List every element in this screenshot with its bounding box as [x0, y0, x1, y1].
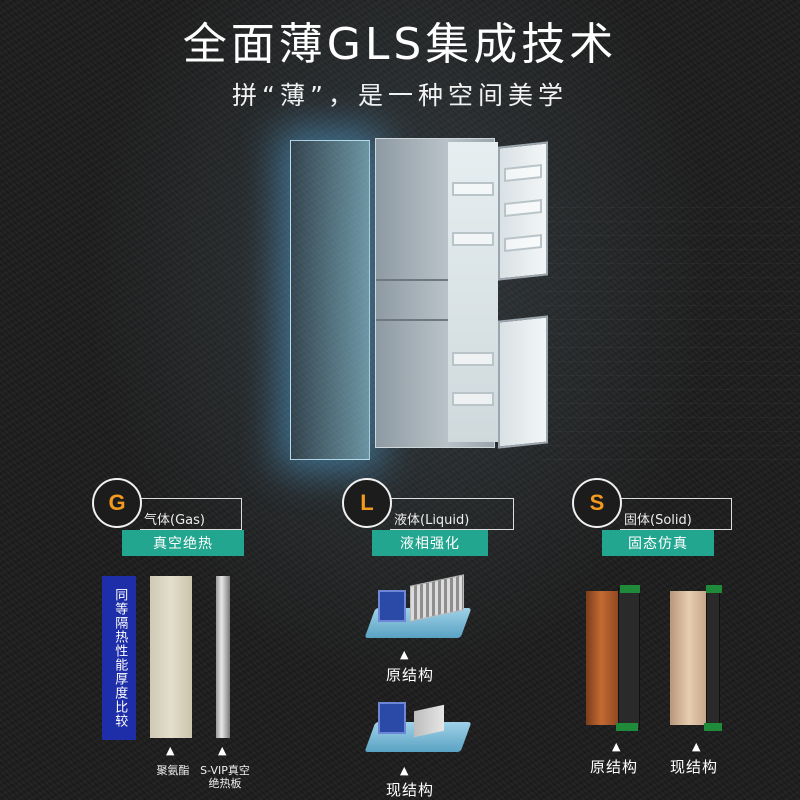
shelf	[452, 232, 494, 246]
caption-svip: S-VIP真空绝热板	[200, 764, 250, 790]
fridge-seam	[376, 319, 494, 321]
seal-strip	[706, 585, 722, 593]
tech-label: 固态仿真	[602, 530, 714, 556]
state-label: 液体(Liquid)	[394, 513, 470, 528]
triangle-marker-icon: ▲	[612, 740, 621, 753]
state-label: 气体(Gas)	[144, 513, 205, 528]
thin-side-glow	[290, 140, 370, 460]
fridge-seam	[376, 279, 494, 281]
caption-original: 原结构	[590, 758, 639, 776]
tech-label: 液相强化	[372, 530, 488, 556]
original-solid-structure	[586, 585, 640, 733]
state-label: 固体(Solid)	[624, 513, 692, 528]
caption-new: 现结构	[670, 758, 719, 776]
fridge-interior	[448, 142, 498, 442]
blue-unit	[378, 702, 406, 734]
comparison-vertical-label: 同等隔热性能厚度比较	[102, 576, 136, 740]
seal-strip	[620, 585, 640, 593]
blue-unit	[378, 590, 406, 622]
polyurethane-panel	[150, 576, 192, 738]
page-title: 全面薄GLS集成技术	[182, 19, 618, 70]
refrigerator-illustration	[280, 130, 570, 460]
upper-open-door	[498, 141, 548, 281]
liner-layer	[706, 589, 720, 729]
column-gas: G 气体(Gas) 真空绝热	[92, 478, 342, 800]
triangle-marker-icon: ▲	[692, 740, 701, 753]
triangle-marker-icon: ▲	[400, 764, 409, 777]
page-subtitle: 拼“薄”，是一种空间美学	[232, 81, 568, 110]
caption-original: 原结构	[386, 666, 435, 684]
background-lines	[540, 200, 800, 460]
seal-strip	[704, 723, 722, 731]
svip-panel	[216, 576, 230, 738]
triangle-marker-icon: ▲	[166, 744, 175, 757]
seal-strip	[616, 723, 638, 731]
triangle-marker-icon: ▲	[400, 648, 409, 661]
caption-new: 现结构	[386, 781, 435, 799]
badge-frame	[140, 498, 242, 530]
drawer	[452, 352, 494, 366]
caption-polyurethane: 聚氨酯	[156, 764, 190, 777]
triangle-marker-icon: ▲	[218, 744, 227, 757]
tech-label: 真空绝热	[122, 530, 244, 556]
lower-open-door	[498, 315, 548, 449]
liner-layer	[618, 589, 640, 729]
badge-frame	[390, 498, 514, 530]
door-bin	[504, 199, 542, 217]
letter-badge: S	[572, 478, 622, 528]
door-bin	[504, 164, 542, 182]
shelf	[452, 182, 494, 196]
column-liquid: L 液体(Liquid) 液相强化	[342, 478, 592, 800]
foam-layer	[586, 591, 620, 725]
new-solid-structure	[670, 585, 722, 733]
door-bin	[504, 234, 542, 252]
column-solid: S 固体(Solid) 固态仿真	[572, 478, 800, 800]
letter-badge: L	[342, 478, 392, 528]
badge-frame	[620, 498, 732, 530]
letter-badge: G	[92, 478, 142, 528]
drawer	[452, 392, 494, 406]
foam-layer	[670, 591, 708, 725]
